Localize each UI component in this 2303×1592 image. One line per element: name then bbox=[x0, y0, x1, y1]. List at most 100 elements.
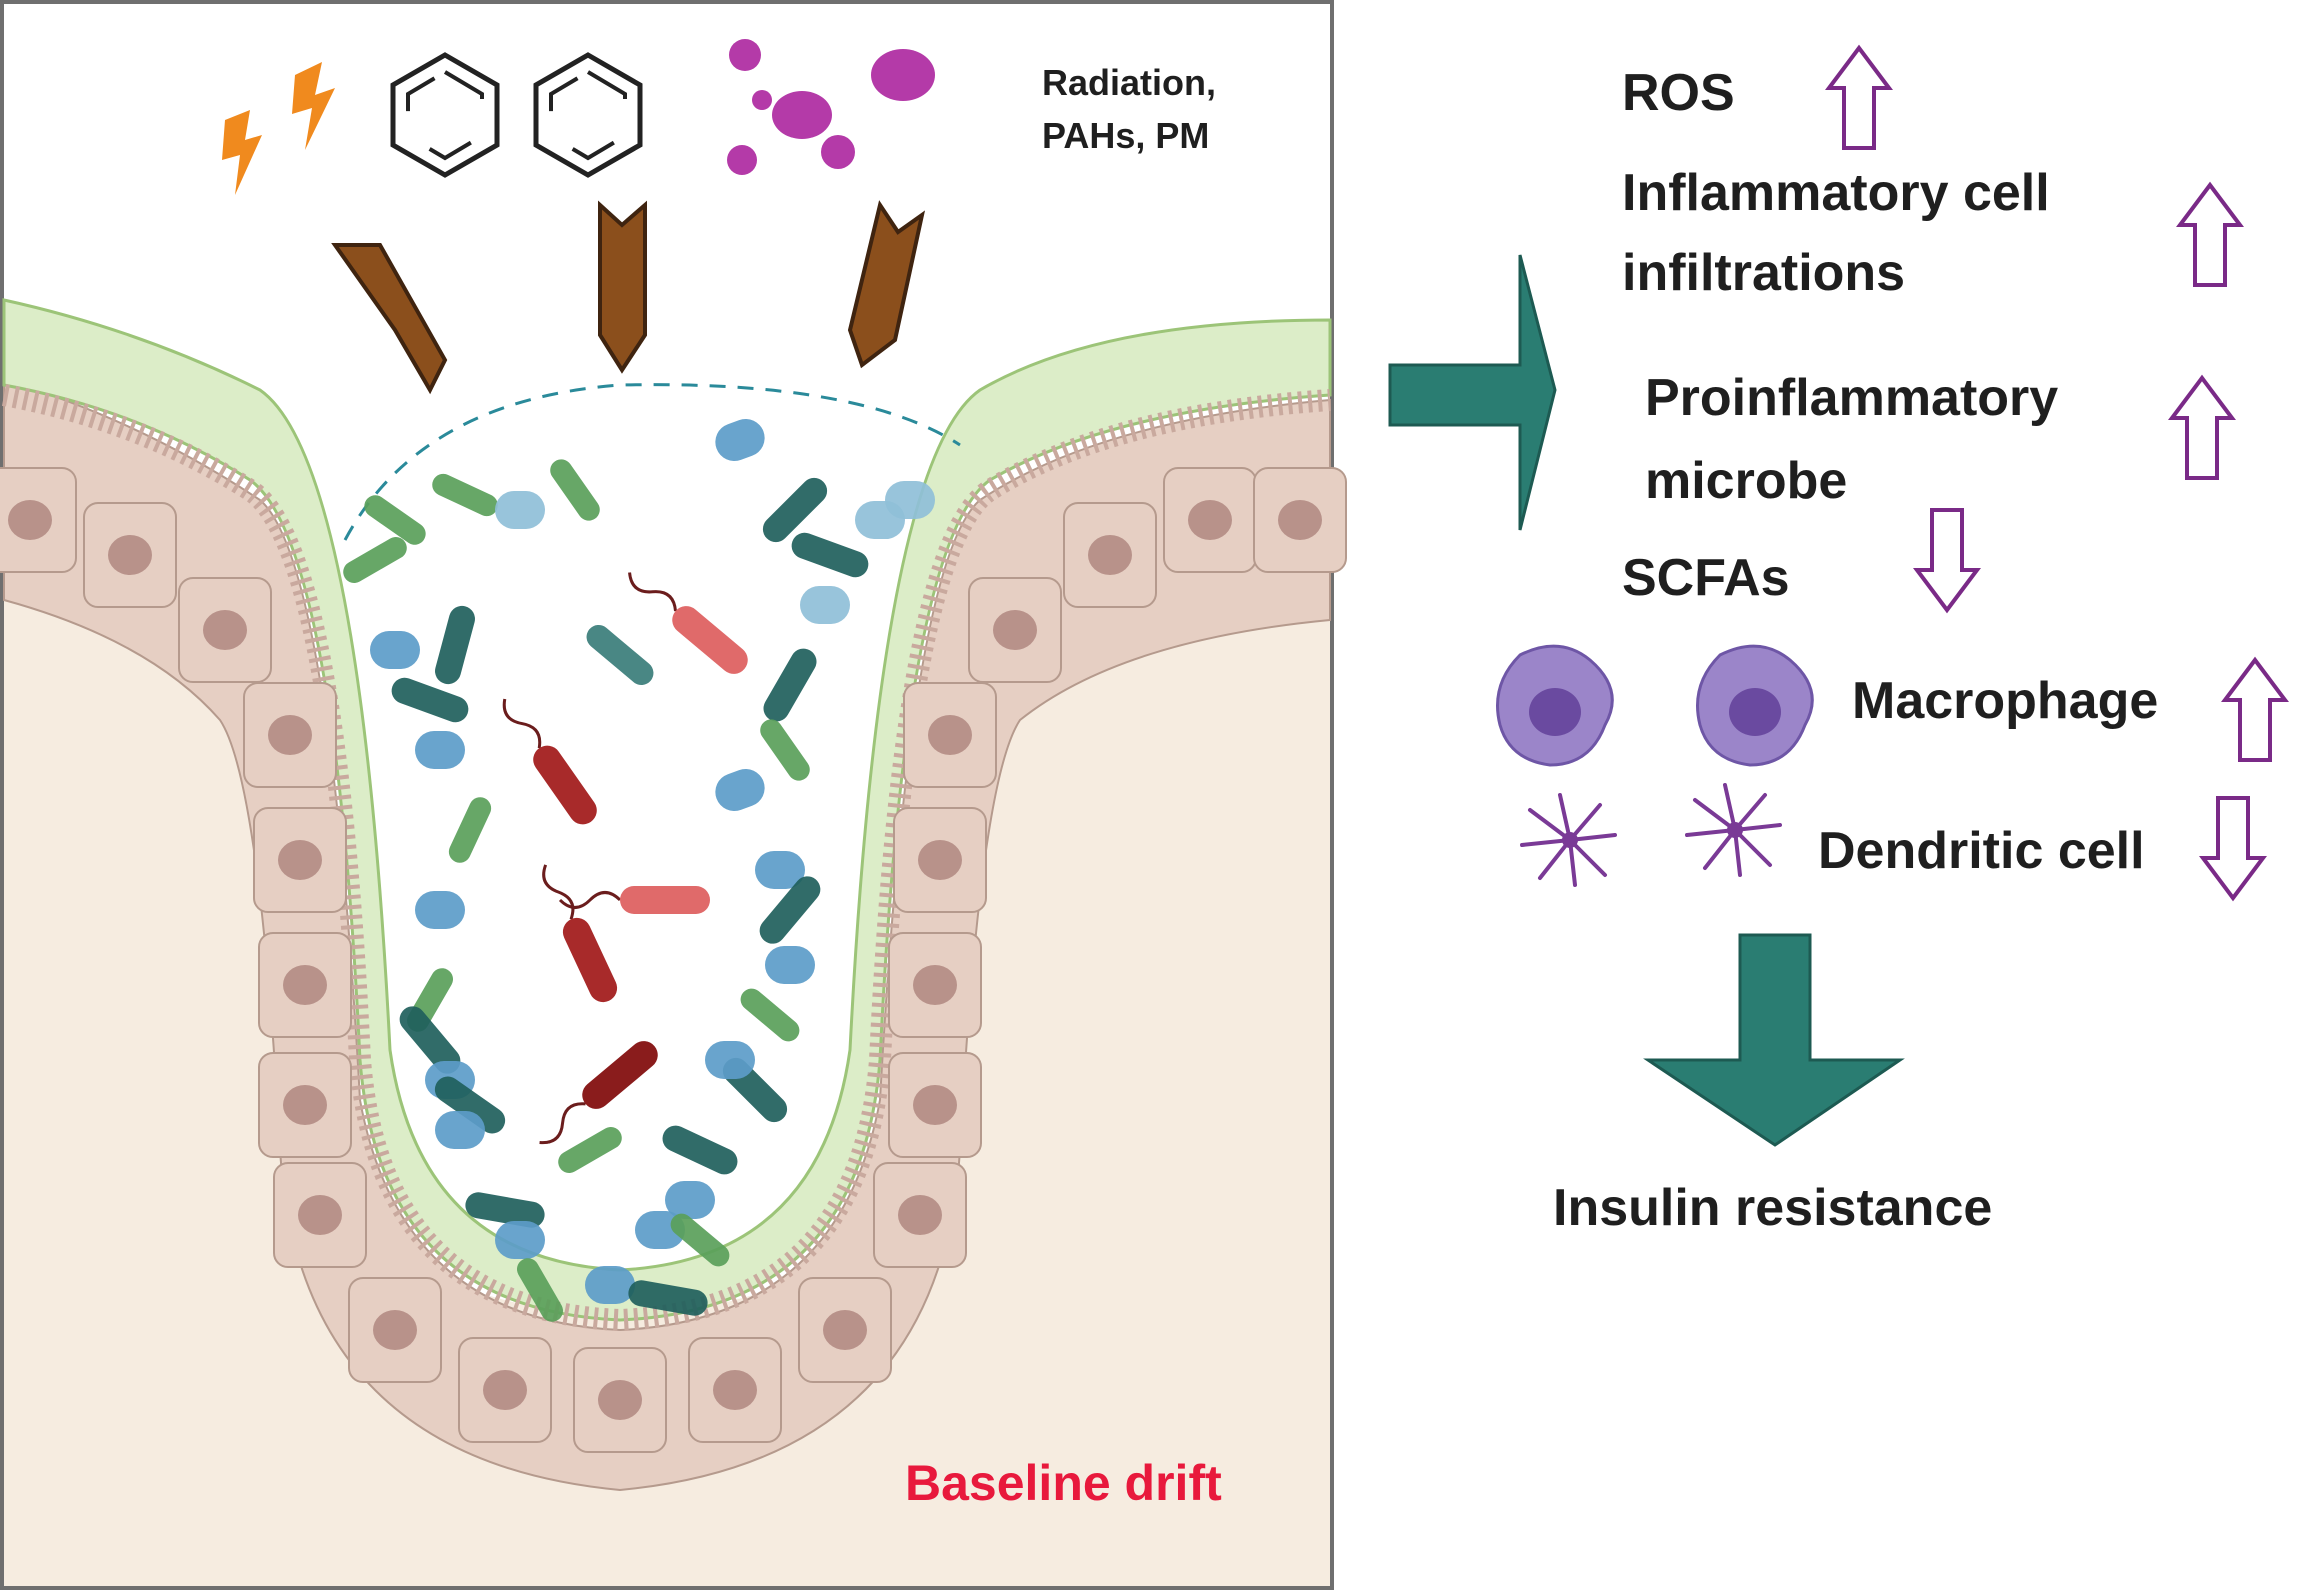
mucus-boundary-dashed bbox=[343, 383, 961, 541]
epithelial-cell bbox=[873, 1162, 967, 1268]
bacterium bbox=[517, 1258, 563, 1322]
epithelial-cell bbox=[258, 932, 352, 1038]
macrophage-icon bbox=[1496, 644, 1614, 767]
bacterium bbox=[550, 459, 600, 521]
bacterium bbox=[364, 495, 426, 545]
bacterium bbox=[415, 731, 465, 769]
bacterium bbox=[586, 625, 654, 685]
insulin-resistance-label: Insulin resistance bbox=[1553, 1179, 1992, 1237]
bacterium bbox=[432, 473, 498, 517]
bacterium bbox=[465, 1192, 545, 1228]
pathogenic-bacterium bbox=[628, 572, 748, 674]
particulate-matter-icon bbox=[727, 39, 935, 175]
bacterium bbox=[665, 1181, 715, 1219]
bacterium bbox=[435, 1111, 485, 1149]
bacterium bbox=[415, 891, 465, 929]
benzene-ring-icon bbox=[390, 52, 500, 178]
pathogenic-bacterium bbox=[542, 864, 618, 1003]
epithelial-cell bbox=[798, 1277, 892, 1383]
bacterium bbox=[715, 768, 765, 812]
mucus-layer bbox=[2, 298, 1332, 1322]
scfas-down-arrow-icon bbox=[1915, 508, 1979, 612]
proinflammatory-up-arrow-icon bbox=[2170, 376, 2234, 480]
inflammatory-label: Inflammatory cell bbox=[1622, 164, 2050, 222]
bacterium bbox=[448, 797, 492, 863]
epithelial-cell bbox=[688, 1337, 782, 1443]
ros-up-arrow-icon bbox=[1827, 46, 1891, 150]
epithelial-cell bbox=[348, 1277, 442, 1383]
pollutant-arrow bbox=[331, 243, 448, 395]
epithelial-cell bbox=[458, 1337, 552, 1443]
bacterium bbox=[628, 1280, 708, 1316]
bacterium bbox=[585, 1266, 635, 1304]
bacterium bbox=[800, 586, 850, 624]
epithelial-cell bbox=[273, 1162, 367, 1268]
epithelial-cell bbox=[573, 1347, 667, 1453]
epithelial-cell bbox=[893, 807, 987, 913]
scfas-label: SCFAs bbox=[1622, 549, 1790, 607]
epithelial-cell bbox=[888, 1052, 982, 1158]
bacterium bbox=[765, 946, 815, 984]
exposures-label-line2: PAHs, PM bbox=[1042, 115, 1209, 156]
epithelial-cell bbox=[1163, 467, 1257, 573]
bacterium bbox=[435, 605, 475, 685]
bacterium bbox=[495, 491, 545, 529]
epithelial-cell bbox=[903, 682, 997, 788]
bacterium bbox=[558, 1127, 622, 1173]
dendritic-cell-label: Dendritic cell bbox=[1818, 822, 2145, 880]
pathogenic-bacterium bbox=[502, 698, 597, 825]
proinflammatory-label-line2: microbe bbox=[1645, 452, 1847, 510]
bacterium bbox=[343, 537, 407, 583]
dendritic-cell-icon bbox=[1685, 783, 1782, 877]
proinflammatory-label: Proinflammatory bbox=[1645, 369, 2058, 427]
bacterium bbox=[762, 477, 828, 543]
bacterium bbox=[662, 1125, 738, 1175]
microbiota bbox=[343, 418, 935, 1322]
bacterium bbox=[495, 1221, 545, 1259]
bacterium bbox=[760, 719, 810, 781]
epithelial-cell bbox=[1063, 502, 1157, 608]
outcome-arrow bbox=[1643, 933, 1905, 1147]
bacterium bbox=[755, 851, 805, 889]
pollutant-arrow bbox=[847, 200, 926, 369]
brush-border bbox=[2, 384, 1331, 1332]
crypt-lumen bbox=[330, 430, 910, 1250]
dendritic-down-arrow-icon bbox=[2201, 796, 2265, 900]
macrophage-icon bbox=[1696, 644, 1814, 767]
epithelial-cell bbox=[968, 577, 1062, 683]
bacterium bbox=[855, 501, 905, 539]
epithelial-cell bbox=[1253, 467, 1347, 573]
lightning-icon bbox=[222, 62, 335, 195]
bacterium bbox=[370, 631, 420, 669]
macrophage-label: Macrophage bbox=[1852, 672, 2158, 730]
inflammatory-label-line2: infiltrations bbox=[1622, 244, 1905, 302]
epithelial-cell bbox=[243, 682, 337, 788]
gut-panel: Radiation, PAHs, PM Baseline drift bbox=[0, 0, 1347, 1590]
bacterium bbox=[763, 648, 817, 722]
epithelial-cell bbox=[83, 502, 177, 608]
bacterium bbox=[705, 1041, 755, 1079]
bacterium bbox=[399, 1006, 461, 1074]
dendritic-cell-icon bbox=[1520, 793, 1617, 887]
epithelial-cell bbox=[258, 1052, 352, 1158]
bacterium bbox=[434, 1076, 506, 1134]
epithelial-cell bbox=[0, 467, 77, 573]
epithelial-cell bbox=[178, 577, 272, 683]
pollutant-arrow bbox=[598, 200, 647, 374]
inflammatory-up-arrow-icon bbox=[2178, 183, 2242, 287]
macrophage-up-arrow-icon bbox=[2223, 658, 2287, 762]
bacterium bbox=[715, 418, 765, 462]
bacterium bbox=[759, 876, 821, 944]
pathogenic-bacterium bbox=[539, 1041, 658, 1145]
epithelial-cell bbox=[253, 807, 347, 913]
ros-label: ROS bbox=[1622, 64, 1735, 122]
main-flow-arrow bbox=[1388, 254, 1557, 531]
exposures-label: Radiation, bbox=[1042, 62, 1216, 103]
bacterium bbox=[670, 1213, 730, 1267]
epithelial-cell bbox=[888, 932, 982, 1038]
benzene-ring-icon bbox=[533, 52, 643, 178]
bacterium bbox=[391, 677, 469, 723]
pathogenic-bacterium bbox=[558, 886, 710, 914]
bacterium bbox=[740, 988, 800, 1042]
